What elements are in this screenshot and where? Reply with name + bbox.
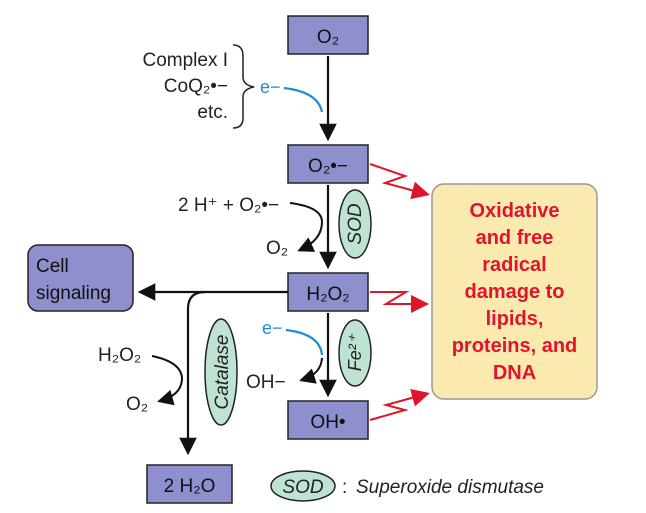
h2o2-label: H₂O₂ (306, 284, 349, 305)
damage-line-5: lipids, (486, 308, 544, 330)
sod-product: O₂ (266, 238, 288, 259)
source-coq: CoQ₂•− (164, 76, 228, 97)
catalase-reactant: H₂O₂ (98, 345, 141, 366)
legend-meaning: Superoxide dismutase (356, 477, 544, 498)
catalase-enzyme-label: Catalase (212, 335, 233, 410)
fenton-product: OH− (246, 372, 286, 393)
catalase-product: O₂ (126, 394, 148, 415)
water-box: 2 H₂O (146, 464, 233, 504)
sod-reactants: 2 H⁺ + O₂•− (178, 195, 279, 216)
legend: SOD : Superoxide dismutase (270, 470, 544, 502)
electron-label: e− (260, 77, 281, 97)
superoxide-label: O₂•− (308, 156, 348, 177)
sod-enzyme: SOD (338, 189, 372, 259)
catalase-enzyme: Catalase (204, 318, 238, 426)
water-label: 2 H₂O (164, 476, 216, 497)
cell-signaling-box: Cell signaling (27, 244, 134, 312)
hydroxyl-radical-label: OH• (310, 412, 345, 433)
source-etc: etc. (197, 102, 228, 123)
legend-abbr: SOD (282, 477, 323, 498)
hydroxyl-radical-box: OH• (287, 400, 369, 440)
damage-line-1: Oxidative (469, 200, 559, 222)
damage-box: Oxidative and free radical damage to lip… (431, 183, 598, 400)
iron-enzyme: Fe²⁺ (338, 319, 372, 387)
source-complex-i: Complex I (142, 50, 228, 71)
electron-curve (283, 86, 324, 113)
damage-line-6: proteins, and (452, 335, 578, 357)
cell-signaling-line-1: Cell (36, 256, 69, 277)
damage-line-2: and free (476, 227, 554, 249)
legend-separator: : (342, 477, 347, 498)
red-arrow-superoxide (369, 163, 430, 200)
sod-enzyme-label: SOD (345, 203, 366, 244)
h2o2-box: H₂O₂ (287, 272, 369, 312)
sources-brace (232, 44, 255, 129)
cell-signaling-line-2: signaling (36, 283, 111, 304)
fenton-electron-curve (285, 328, 324, 356)
fenton-electron: e− (262, 318, 283, 338)
red-arrow-h2o2 (370, 291, 429, 313)
fenton-side-arrow (299, 357, 323, 384)
catalase-side-arrow (151, 355, 184, 406)
damage-line-3: radical (482, 254, 546, 276)
o2-box: O₂ (287, 15, 369, 55)
damage-line-4: damage to (464, 281, 564, 303)
sod-side-arrow (289, 202, 324, 252)
iron-enzyme-label: Fe²⁺ (345, 333, 365, 371)
red-arrow-hydroxyl (369, 389, 430, 421)
damage-line-7: DNA (493, 362, 536, 384)
superoxide-box: O₂•− (287, 144, 369, 184)
o2-label: O₂ (317, 27, 339, 48)
